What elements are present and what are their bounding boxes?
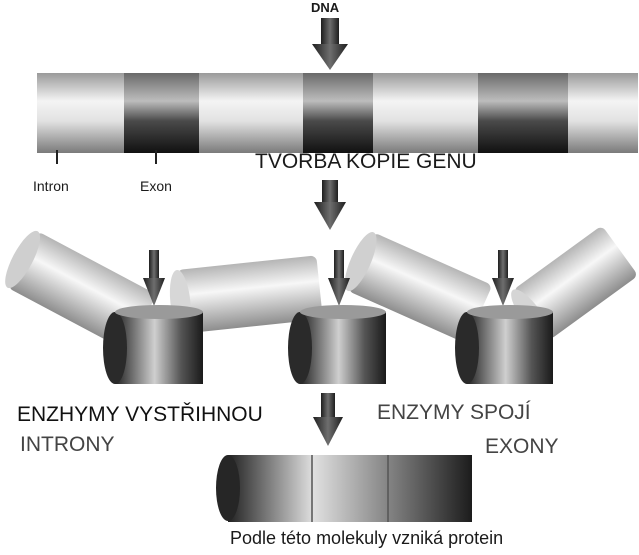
intron-tick [56,150,58,164]
intron-label: Intron [33,178,69,194]
exon-band [303,73,373,153]
exon-piece [455,305,553,384]
intron-piece [344,232,491,342]
arrow-down-icon [313,393,343,446]
spliced-mrna-molecule [216,455,472,522]
exon-band [124,73,199,153]
arrow-down-icon [143,250,165,306]
exon-label: Exon [140,178,172,194]
step-copy-gene-label: TVORBA KOPIE GENU [255,150,477,173]
result-caption: Podle této molekuly vzniká protein [230,528,504,548]
arrow-down-icon [314,180,346,230]
step-cut-label-line2: INTRONY [20,433,115,456]
step-cut-label-line1: ENZHYMY VYSTŘIHNOU [17,403,263,426]
dna-label: DNA [311,0,340,15]
step-join-label-line2: EXONY [485,435,559,458]
exon-tick [155,150,157,164]
arrow-down-icon [492,250,514,306]
arrow-down-icon [328,250,350,306]
exon-piece [288,305,386,384]
dna-strand [37,73,638,153]
exon-piece [103,305,203,384]
arrow-down-icon [312,18,348,70]
exon-band [478,73,568,153]
step-join-label-line1: ENZYMY SPOJÍ [377,401,531,424]
